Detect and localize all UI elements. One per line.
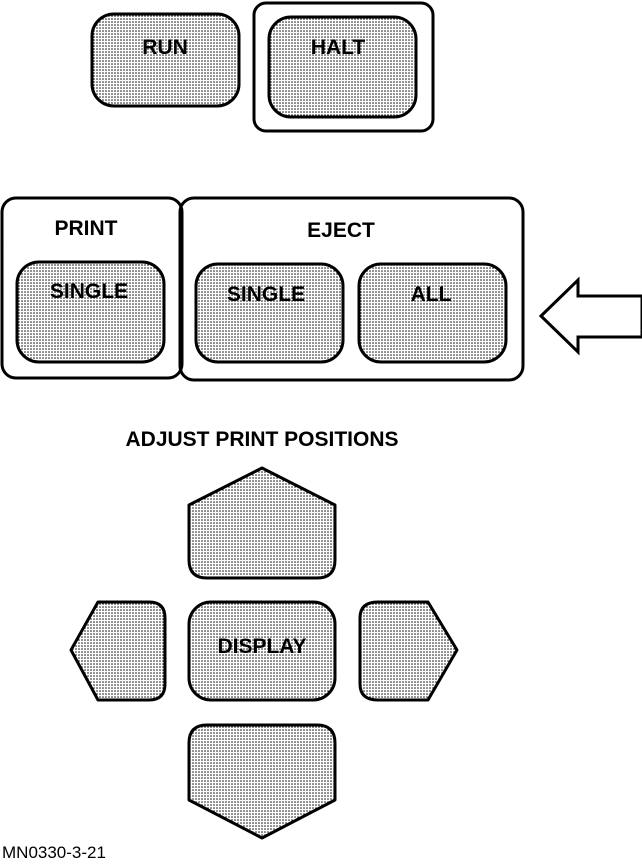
- eject-single-label: SINGLE: [227, 283, 305, 306]
- eject-group-frame: [178, 196, 525, 382]
- eject-group-title: EJECT: [307, 219, 375, 242]
- print-group-title: PRINT: [55, 217, 118, 240]
- halt-frame: [252, 1, 435, 133]
- halt-label: HALT: [311, 36, 366, 59]
- display-button[interactable]: DISPLAY: [187, 600, 337, 702]
- run-label: RUN: [142, 36, 188, 59]
- print-single-button[interactable]: SINGLE: [15, 260, 166, 364]
- adjust-up-button[interactable]: [187, 466, 337, 580]
- display-label: DISPLAY: [217, 635, 306, 658]
- eject-all-button[interactable]: ALL: [357, 262, 508, 364]
- adjust-down-button[interactable]: [187, 723, 337, 840]
- adjust-left-button[interactable]: [69, 600, 167, 702]
- run-button[interactable]: RUN: [90, 12, 241, 108]
- halt-button[interactable]: HALT: [267, 15, 418, 119]
- adjust-right-button[interactable]: [358, 600, 459, 702]
- adjust-title: ADJUST PRINT POSITIONS: [125, 428, 398, 451]
- print-group-frame: [0, 196, 184, 380]
- arrow-left-icon: [538, 276, 642, 356]
- eject-all-label: ALL: [411, 283, 452, 306]
- print-single-label: SINGLE: [50, 280, 128, 303]
- eject-single-button[interactable]: SINGLE: [194, 262, 345, 364]
- figure-id: MN0330-3-21: [2, 843, 106, 862]
